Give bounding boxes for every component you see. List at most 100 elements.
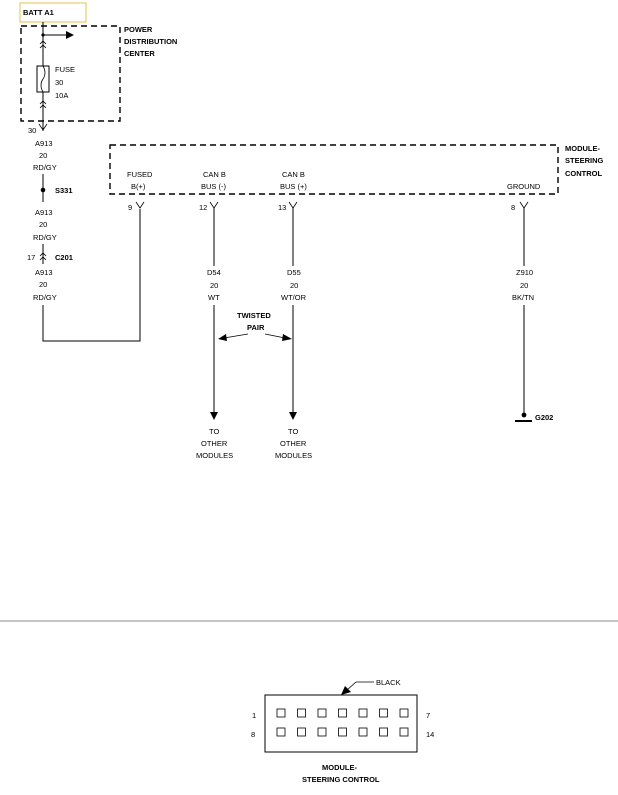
z910-gauge: 20 [520, 281, 528, 290]
connector-cavity [399, 708, 409, 718]
d54-dest-2: OTHER [201, 439, 228, 448]
connector-cavity [358, 708, 368, 718]
module-name-2: STEERING [565, 156, 604, 165]
a913-lower-color: RD/GY [33, 293, 57, 302]
module-name-3: CONTROL [565, 169, 602, 178]
pin-ground-label: GROUND [507, 182, 541, 191]
d54-color: WT [208, 293, 220, 302]
feed-arrow [66, 31, 74, 39]
pdc-connector-top [39, 40, 47, 49]
battery-box [19, 2, 87, 23]
d54-gauge: 20 [210, 281, 218, 290]
c201-label: C201 [55, 253, 73, 262]
pdc-cavity-number: 30 [28, 126, 36, 135]
pin-canbus-minus-number: 12 [199, 203, 207, 212]
connector-cavity [379, 727, 388, 737]
d54-dest-3: MODULES [196, 451, 233, 460]
pin-canbus-minus-label-1: CAN B [203, 170, 226, 179]
connector-pin-8: 8 [251, 730, 255, 739]
pin-canbus-plus-label-2: BUS (+) [280, 182, 307, 191]
connector-cavity [276, 708, 286, 718]
connector-pin-1: 1 [252, 711, 256, 720]
fuse-name: FUSE [55, 65, 75, 74]
connector-cavity [276, 727, 286, 737]
pin-canbus-plus-label-1: CAN B [282, 170, 305, 179]
pdc-name-3: CENTER [124, 49, 155, 58]
connector-cavity [317, 727, 327, 737]
d54-arrow [210, 412, 218, 420]
d55-arrow [289, 412, 297, 420]
connector-cavity [358, 727, 368, 737]
a913-mid-color: RD/GY [33, 233, 57, 242]
d54-dest-1: TO [209, 427, 219, 436]
pin-canbus-plus-symbol [288, 201, 298, 209]
twisted-pair-leader-left [223, 333, 249, 339]
pin-fused-symbol [135, 201, 145, 209]
pdc-name-1: POWER [124, 25, 153, 34]
d55-dest-3: MODULES [275, 451, 312, 460]
connector-color-leader-2 [346, 681, 357, 691]
pin-canbus-minus-symbol [209, 201, 219, 209]
connector-cavity [297, 727, 306, 737]
pin-fused-number: 9 [128, 203, 132, 212]
d54-circuit: D54 [207, 268, 221, 277]
ground-label: G202 [535, 413, 553, 422]
a913-lower-gauge: 20 [39, 280, 47, 289]
d55-dest-2: OTHER [280, 439, 307, 448]
pin-fused-label-1: FUSED [127, 170, 153, 179]
fuse-number: 30 [55, 78, 63, 87]
connector-cavity [338, 727, 347, 737]
fuse-element [40, 65, 46, 93]
a913-upper-circuit: A913 [35, 139, 53, 148]
connector-pin-14: 14 [426, 730, 434, 739]
connector-color-label: BLACK [376, 678, 401, 687]
connector-face [264, 694, 418, 753]
pin-ground-symbol [519, 201, 529, 209]
connector-pin-grid [276, 708, 409, 737]
connector-cavity [297, 708, 306, 718]
a913-mid-circuit: A913 [35, 208, 53, 217]
splice-label: S331 [55, 186, 73, 195]
a913-lower-wire [42, 209, 141, 342]
pin-canbus-plus-number: 13 [278, 203, 286, 212]
connector-cavity [317, 708, 327, 718]
d55-dest-1: TO [288, 427, 298, 436]
connector-title-1: MODULE- [322, 763, 357, 772]
a913-upper-gauge: 20 [39, 151, 47, 160]
pin-ground-number: 8 [511, 203, 515, 212]
twisted-pair-arrow-left [218, 334, 227, 341]
d55-gauge: 20 [290, 281, 298, 290]
battery-label: BATT A1 [23, 8, 54, 17]
module-box [109, 144, 559, 195]
connector-cavity [379, 708, 388, 718]
splice-dot [40, 187, 46, 193]
fuse-rating: 10A [55, 91, 68, 100]
connector-color-arrow [341, 686, 351, 695]
z910-color: BK/TN [512, 293, 534, 302]
a913-mid-gauge: 20 [39, 220, 47, 229]
d55-circuit: D55 [287, 268, 301, 277]
c201-symbol [39, 252, 47, 261]
connector-title-2: STEERING CONTROL [302, 775, 380, 784]
d55-color: WT/OR [281, 293, 307, 302]
a913-lower-circuit: A913 [35, 268, 53, 277]
twisted-pair-arrow-right [282, 334, 292, 341]
pdc-box [20, 25, 121, 122]
twisted-pair-label-1: TWISTED [237, 311, 271, 320]
pin-canbus-minus-label-2: BUS (-) [201, 182, 227, 191]
pdc-name-2: DISTRIBUTION [124, 37, 177, 46]
module-name-1: MODULE- [565, 144, 600, 153]
c201-pin: 17 [27, 253, 35, 262]
connector-pin-7: 7 [426, 711, 430, 720]
feed-node [41, 33, 45, 37]
z910-circuit: Z910 [516, 268, 533, 277]
ground-dot [521, 412, 527, 418]
connector-cavity [338, 708, 347, 718]
connector-cavity [399, 727, 409, 737]
twisted-pair-label-2: PAIR [247, 323, 265, 332]
pdc-cavity-symbol [38, 123, 48, 131]
twisted-pair-leader-right [264, 333, 286, 339]
pdc-connector-bottom [39, 100, 47, 109]
